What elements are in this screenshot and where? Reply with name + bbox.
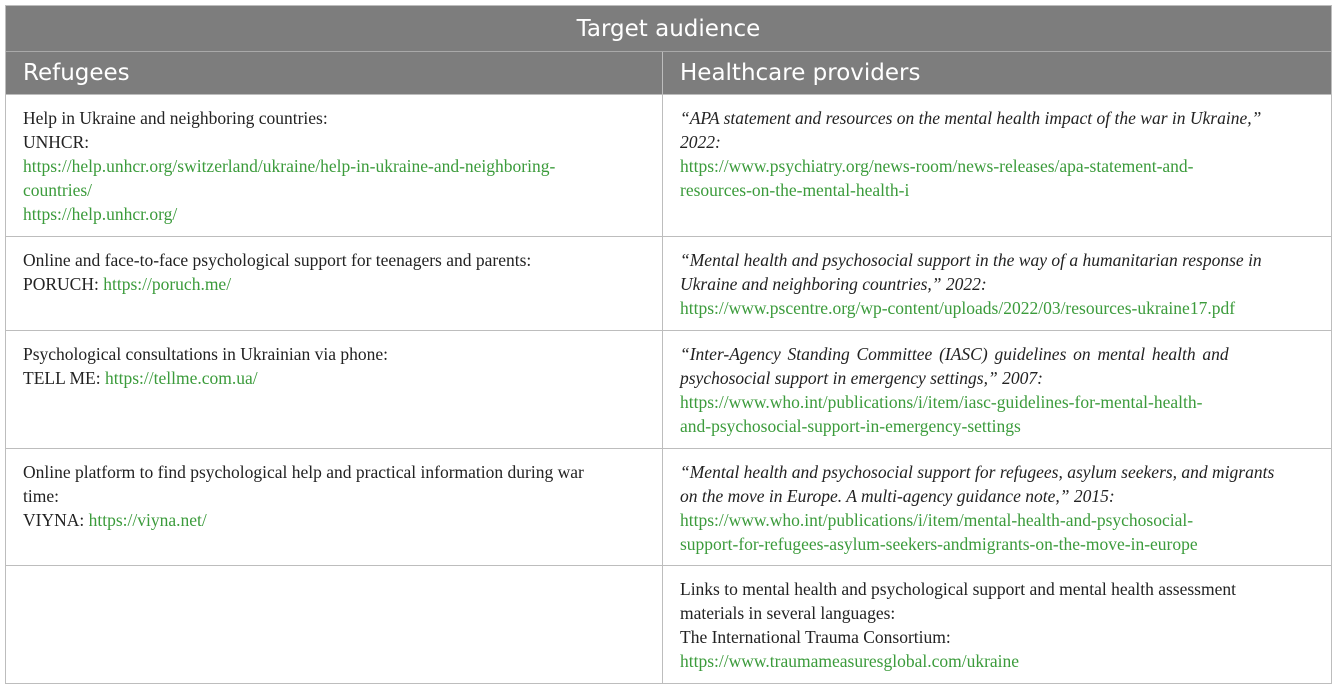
org-name: VIYNA: bbox=[23, 510, 89, 530]
cell-text: UNHCR: bbox=[23, 132, 90, 152]
table-row: Help in Ukraine and neighboring countrie… bbox=[6, 95, 1331, 237]
providers-cell: Links to mental health and psychological… bbox=[663, 566, 1331, 683]
org-name: TELL ME: bbox=[23, 368, 105, 388]
cell-text: time: bbox=[23, 486, 59, 506]
resource-title: Ukraine and neighboring countries,” 2022… bbox=[680, 274, 987, 294]
table-row: Links to mental health and psychological… bbox=[6, 566, 1331, 683]
resource-title: “Mental health and psychosocial support … bbox=[680, 250, 1262, 270]
refugees-cell: Psychological consultations in Ukrainian… bbox=[6, 331, 663, 448]
providers-cell: “APA statement and resources on the ment… bbox=[663, 95, 1331, 236]
iasc-guidelines-link[interactable]: https://www.who.int/publications/i/item/… bbox=[680, 392, 1203, 412]
refugees-cell: Online and face-to-face psychological su… bbox=[6, 237, 663, 330]
cell-text: Online platform to find psychological he… bbox=[23, 462, 584, 482]
who-refugees-guidance-link-continued[interactable]: support-for-refugees-asylum-seekers-andm… bbox=[680, 534, 1198, 554]
viyna-link[interactable]: https://viyna.net/ bbox=[88, 510, 207, 530]
unhcr-home-link[interactable]: https://help.unhcr.org/ bbox=[23, 204, 178, 224]
cell-text: materials in several languages: bbox=[680, 603, 896, 623]
cell-text: Psychological consultations in Ukrainian… bbox=[23, 344, 389, 364]
column-header-healthcare-providers: Healthcare providers bbox=[680, 60, 921, 86]
resource-table: Target audience Refugees Healthcare prov… bbox=[5, 5, 1332, 684]
org-name: The International Trauma Consortium: bbox=[680, 627, 951, 647]
apa-statement-link-continued[interactable]: resources-on-the-mental-health-i bbox=[680, 180, 910, 200]
table-row: Psychological consultations in Ukrainian… bbox=[6, 331, 1331, 449]
poruch-link[interactable]: https://poruch.me/ bbox=[103, 274, 232, 294]
org-name: PORUCH: bbox=[23, 274, 104, 294]
resource-title: “Inter-Agency Standing Committee (IASC) … bbox=[680, 344, 1229, 364]
table-row: Online platform to find psychological he… bbox=[6, 449, 1331, 566]
who-refugees-guidance-link[interactable]: https://www.who.int/publications/i/item/… bbox=[680, 510, 1194, 530]
resource-title: “APA statement and resources on the ment… bbox=[680, 108, 1262, 128]
refugees-cell-empty bbox=[6, 566, 663, 683]
table-row: Online and face-to-face psychological su… bbox=[6, 237, 1331, 331]
providers-cell: “Mental health and psychosocial support … bbox=[663, 449, 1331, 565]
cell-text: Help in Ukraine and neighboring countrie… bbox=[23, 108, 328, 128]
refugees-cell: Help in Ukraine and neighboring countrie… bbox=[6, 95, 663, 236]
table-header-row: Refugees Healthcare providers bbox=[6, 52, 1331, 95]
cell-text: Links to mental health and psychological… bbox=[680, 579, 1236, 599]
column-header-refugees: Refugees bbox=[6, 52, 663, 94]
providers-cell: “Mental health and psychosocial support … bbox=[663, 237, 1331, 330]
resource-title: psychosocial support in emergency settin… bbox=[680, 368, 1043, 388]
iasc-guidelines-link-continued[interactable]: and-psychosocial-support-in-emergency-se… bbox=[680, 416, 1021, 436]
apa-statement-link[interactable]: https://www.psychiatry.org/news-room/new… bbox=[680, 156, 1194, 176]
trauma-measures-link[interactable]: https://www.traumameasuresglobal.com/ukr… bbox=[680, 651, 1020, 671]
resource-title: on the move in Europe. A multi-agency gu… bbox=[680, 486, 1115, 506]
providers-cell: “Inter-Agency Standing Committee (IASC) … bbox=[663, 331, 1331, 448]
cell-text: Online and face-to-face psychological su… bbox=[23, 250, 532, 270]
resource-title: 2022: bbox=[680, 132, 721, 152]
resource-title: “Mental health and psychosocial support … bbox=[680, 462, 1275, 482]
refugees-cell: Online platform to find psychological he… bbox=[6, 449, 663, 565]
table-title: Target audience bbox=[6, 6, 1331, 52]
unhcr-ukraine-link-continued[interactable]: countries/ bbox=[23, 180, 93, 200]
pscentre-link[interactable]: https://www.pscentre.org/wp-content/uplo… bbox=[680, 298, 1236, 318]
unhcr-ukraine-link[interactable]: https://help.unhcr.org/switzerland/ukrai… bbox=[23, 156, 556, 176]
tellme-link[interactable]: https://tellme.com.ua/ bbox=[104, 368, 258, 388]
